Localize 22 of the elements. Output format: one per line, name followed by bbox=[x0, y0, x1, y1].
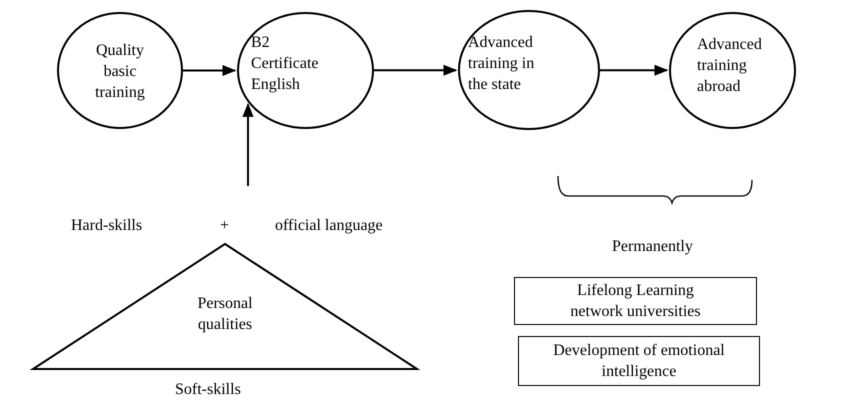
node-text: Advanced training in the state bbox=[468, 33, 536, 95]
text-label: official language bbox=[275, 216, 383, 236]
arrow bbox=[600, 64, 668, 76]
ellipse-node bbox=[237, 12, 374, 129]
node-text: Lifelong Learning network universities bbox=[569, 281, 702, 322]
text-label: Hard-skills bbox=[71, 216, 142, 236]
ellipse-node bbox=[458, 10, 600, 130]
text-label: Permanently bbox=[612, 237, 693, 257]
arrow bbox=[374, 64, 458, 76]
node-text: Personal qualities bbox=[196, 294, 254, 335]
node-text: Development of emotional intelligence bbox=[552, 341, 726, 382]
arrow bbox=[242, 102, 254, 186]
arrow bbox=[183, 64, 236, 76]
text-box bbox=[514, 277, 757, 325]
node-text: B2 Certificate English bbox=[251, 33, 320, 95]
text-box bbox=[518, 336, 760, 386]
node-text: Advanced training abroad bbox=[697, 35, 763, 97]
ellipse-node bbox=[57, 12, 183, 129]
node-label: Soft-skills bbox=[175, 380, 241, 400]
ellipse-node bbox=[669, 12, 796, 129]
node-text: Quality basic training bbox=[94, 41, 146, 103]
text-label: + bbox=[220, 216, 230, 236]
